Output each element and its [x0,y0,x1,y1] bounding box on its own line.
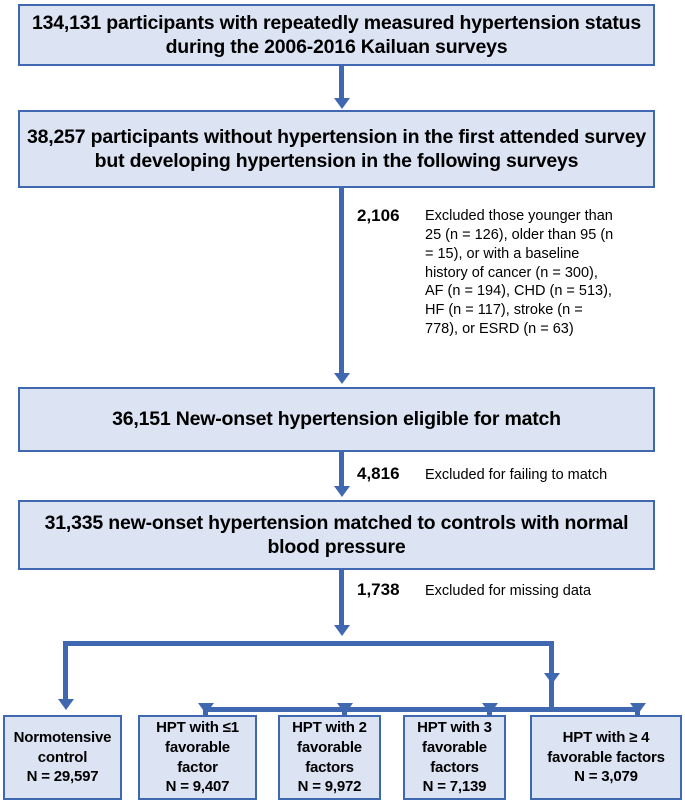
group-box-hpt-2-favorable: HPT with 2 favorable factors N = 9,972 [278,715,381,800]
connector-arrowhead-leaf-3 [481,703,498,714]
connector-arrowhead-4 [333,625,350,636]
group-n: N = 9,407 [165,778,230,796]
exclusion-note-2: 4,816 Excluded for failing to match [357,464,677,490]
connector-line-4 [339,570,344,627]
exclusion-description: Excluded those younger than 25 (n = 126)… [425,208,614,338]
exclusion-description: Excluded for missing data [425,583,592,599]
split-bar-primary [63,641,554,646]
group-label: HPT with ≥ 4 favorable factors [547,728,665,766]
group-n: N = 7,139 [422,778,487,796]
group-n: N = 29,597 [26,768,99,786]
connector-arrowhead-2 [333,373,350,384]
connector-arrowhead-leaf-1 [197,703,214,714]
flow-box-eligible-for-match: 36,151 New-onset hypertension eligible f… [18,387,655,452]
flow-box-total-participants: 134,131 participants with repeatedly mea… [18,4,655,66]
group-box-normotensive-control: Normotensive control N = 29,597 [3,715,122,800]
connector-line-1 [339,66,344,100]
flow-box-text: 31,335 new-onset hypertension matched to… [44,511,629,558]
exclusion-note-3: 1,738 Excluded for missing data [357,580,677,606]
flow-box-text: 36,151 New-onset hypertension eligible f… [112,408,561,431]
group-box-hpt-4-favorable: HPT with ≥ 4 favorable factors N = 3,079 [530,715,682,800]
group-label: HPT with 3 favorable factors [417,718,492,776]
split-bar-secondary [203,707,640,712]
group-n: N = 9,972 [297,778,362,796]
connector-line-3 [339,452,344,488]
exclusion-count: 2,106 [357,206,400,225]
flow-box-text: 134,131 participants with repeatedly mea… [31,11,642,58]
connector-arrowhead-leaf-0 [57,699,74,710]
flow-box-incident-hypertension: 38,257 participants without hypertension… [18,110,655,188]
connector-arrowhead-leaf-4 [629,703,646,714]
flow-box-text: 38,257 participants without hypertension… [26,125,646,172]
group-n: N = 3,079 [574,768,638,786]
exclusion-description: Excluded for failing to match [425,467,608,483]
split-branch-control [63,641,68,701]
group-box-hpt-1-favorable: HPT with ≤1 favorable factor N = 9,407 [138,715,257,800]
connector-line-2 [339,188,344,375]
connector-arrowhead-leaf-2 [336,703,353,714]
group-label: HPT with ≤1 favorable factor [156,718,239,776]
exclusion-count: 1,738 [357,580,400,599]
group-label: HPT with 2 favorable factors [292,718,367,776]
connector-arrowhead-hpt-split [543,673,560,684]
flow-box-matched-cohort: 31,335 new-onset hypertension matched to… [18,500,655,570]
exclusion-note-1: 2,106 Excluded those younger than 25 (n … [357,206,677,371]
exclusion-count: 4,816 [357,464,400,483]
group-label: Normotensive control [13,728,112,766]
group-box-hpt-3-favorable: HPT with 3 favorable factors N = 7,139 [403,715,506,800]
connector-arrowhead-3 [333,486,350,497]
connector-arrowhead-1 [333,98,350,109]
